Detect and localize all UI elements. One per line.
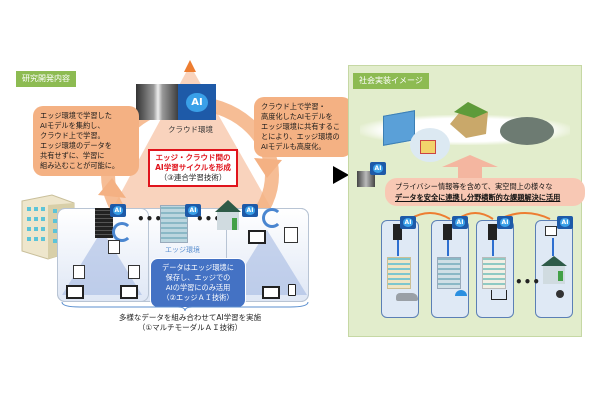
ai-badge-label: AI (559, 218, 571, 227)
cycle-box-line1: エッジ・クラウド間の (155, 153, 231, 162)
ai-badge-label: AI (244, 206, 256, 215)
ai-badge-label: AI (499, 218, 511, 227)
banner-line1: プライバシー情報等を含めて、実空間上の様々な (395, 182, 553, 191)
desktop-pc-icon (120, 285, 138, 299)
edge-building-icon (160, 205, 188, 243)
datacenter-small-icon (357, 171, 375, 187)
server-icon (488, 224, 497, 240)
flow-arrow-icon (333, 166, 349, 184)
ai-badge-icon: AI (110, 204, 126, 217)
document-icon (128, 265, 140, 279)
landslide-illustration (450, 102, 488, 138)
ellipsis: ••• (196, 212, 223, 226)
ai-badge-label: AI (372, 164, 384, 173)
document-icon (284, 227, 298, 243)
cycle-box-line3: （③連合学習技術） (159, 173, 227, 182)
link-line (447, 240, 449, 256)
umbrella-icon (455, 290, 467, 296)
desktop-pc-icon (248, 230, 266, 244)
ai-badge-icon: AI (242, 204, 258, 217)
up-arrow-icon (442, 155, 498, 179)
cloud-environment-label: クラウド環境 (168, 125, 213, 134)
edge-to-cloud-bubble: エッジ環境で学習した AIモデルを集約し、 クラウド上で学習。 エッジ環境のデー… (33, 106, 139, 176)
triangle-apex-arrow (184, 60, 196, 72)
link-line (492, 240, 494, 256)
cycle-arrow-right (254, 158, 282, 178)
multimodal-caption-line2: （①マルチモーダルＡＩ技術） (137, 323, 243, 332)
edge-environment-label: エッジ環境 (165, 246, 200, 254)
multimodal-caption: 多様なデータを組み合わせてAI学習を実施 （①マルチモーダルＡＩ技術） (80, 313, 300, 333)
server-icon (443, 224, 452, 240)
family-icon (556, 290, 564, 298)
house-icon (215, 200, 241, 230)
tablet-icon (288, 284, 296, 296)
datacenter-image (136, 84, 180, 120)
banner-line2: データを安全に連携し分野横断的な課題解決に活用 (395, 193, 561, 202)
city-traffic-illustration (500, 117, 554, 145)
ellipsis: ••• (515, 275, 542, 289)
ellipsis: ••• (137, 212, 164, 226)
desktop-pc-icon (545, 226, 557, 236)
ai-brain-label: AI (186, 92, 208, 112)
ai-badge-label: AI (187, 206, 199, 215)
shopping-cart-icon (491, 290, 507, 300)
document-icon (108, 240, 120, 254)
car-icon (396, 293, 418, 301)
ai-badge-icon: AI (557, 216, 573, 229)
edge-ai-box: データはエッジ環境に 保存し、エッジでの AIの学習にのみ活用 （②エッジＡＩ技… (150, 258, 246, 308)
ai-badge-icon: AI (497, 216, 513, 229)
sync-icon (112, 222, 132, 242)
brace-line (61, 301, 309, 312)
cycle-box-line2: AI学習サイクルを形成 (155, 163, 231, 172)
federated-learning-box: エッジ・クラウド間の AI学習サイクルを形成 （③連合学習技術） (148, 149, 238, 187)
cycle-arrow-left (98, 178, 126, 198)
data-collaboration-banner: プライバシー情報等を含めて、実空間上の様々な データを安全に連携し分野横断的な課… (385, 178, 585, 206)
ai-badge-icon: AI (370, 162, 386, 175)
social-implementation-tag: 社会実装イメージ (353, 73, 429, 89)
multimodal-caption-line1: 多様なデータを組み合わせてAI学習を実施 (118, 313, 262, 322)
link-line (552, 238, 554, 256)
cloud-to-edge-bubble: クラウド上で学習・ 高度化したAIモデルを エッジ環境に共有するこ とにより、エ… (254, 97, 352, 157)
server-icon (393, 224, 402, 240)
link-line (397, 240, 399, 256)
ai-badge-label: AI (402, 218, 414, 227)
office-building-icon (387, 257, 411, 289)
edge-server-icon (95, 208, 113, 238)
ai-brain-icon: AI (178, 84, 216, 120)
office-building-icon (437, 257, 461, 289)
office-building-icon (482, 257, 506, 289)
research-content-tag: 研究開発内容 (16, 71, 76, 87)
ai-badge-icon: AI (400, 216, 416, 229)
desktop-pc-icon (66, 285, 84, 299)
ai-badge-icon: AI (452, 216, 468, 229)
house-icon (541, 256, 567, 284)
ai-badge-icon: AI (185, 204, 201, 217)
document-icon (73, 265, 85, 279)
house-small-icon (420, 140, 436, 154)
ai-badge-label: AI (112, 206, 124, 215)
sync-icon (262, 208, 282, 228)
ai-badge-label: AI (454, 218, 466, 227)
laptop-icon (262, 286, 280, 299)
